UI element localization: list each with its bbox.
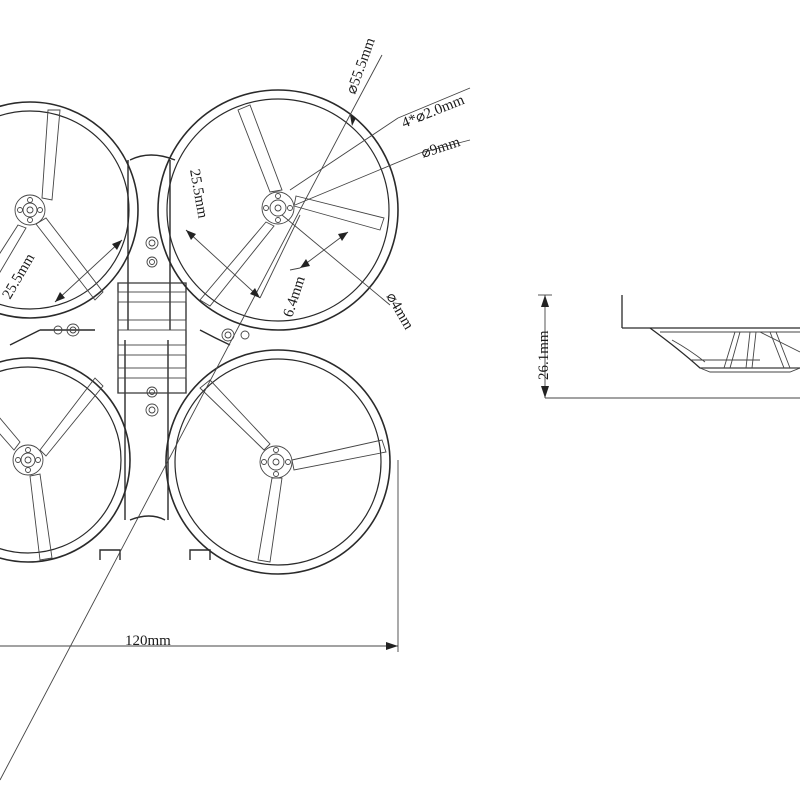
center-body [117, 282, 187, 394]
label-height: 26.1mm [536, 330, 552, 380]
label-mount-holes: 4*⌀2.0mm [400, 92, 468, 132]
side-profile [621, 295, 800, 373]
top-view: ⌀55.5mm 4*⌀2.0mm ⌀9mm 25.5mm 25.5mm [0, 36, 471, 781]
label-motor-hole: ⌀9mm [419, 134, 462, 162]
motor-mount [259, 445, 293, 479]
side-view: 26.1mm [536, 294, 800, 399]
motor-mount [12, 444, 44, 476]
dim-motor-spacing-left: 25.5mm [0, 239, 123, 303]
dim-hole-spacing: 6.4mm [281, 231, 349, 319]
label-prop-diameter: ⌀55.5mm [344, 36, 379, 97]
label-motor-spacing-left: 25.5mm [0, 251, 38, 302]
label-shaft: ⌀4mm [383, 290, 417, 333]
motor-mount [14, 194, 46, 226]
prop-duct-bottom-right [165, 349, 391, 575]
frame-mount-holes [53, 236, 250, 417]
label-motor-spacing: 25.5mm [186, 168, 210, 220]
prop-duct-top-left [0, 101, 139, 319]
dim-width: 120mm [0, 460, 399, 652]
prop-duct-bottom-left [0, 357, 131, 563]
motor-mount [261, 191, 295, 225]
dim-motor-spacing: 25.5mm [185, 168, 301, 299]
label-width: 120mm [125, 633, 171, 649]
label-hole-spacing: 6.4mm [281, 274, 309, 319]
prop-duct-top-right [157, 89, 399, 331]
